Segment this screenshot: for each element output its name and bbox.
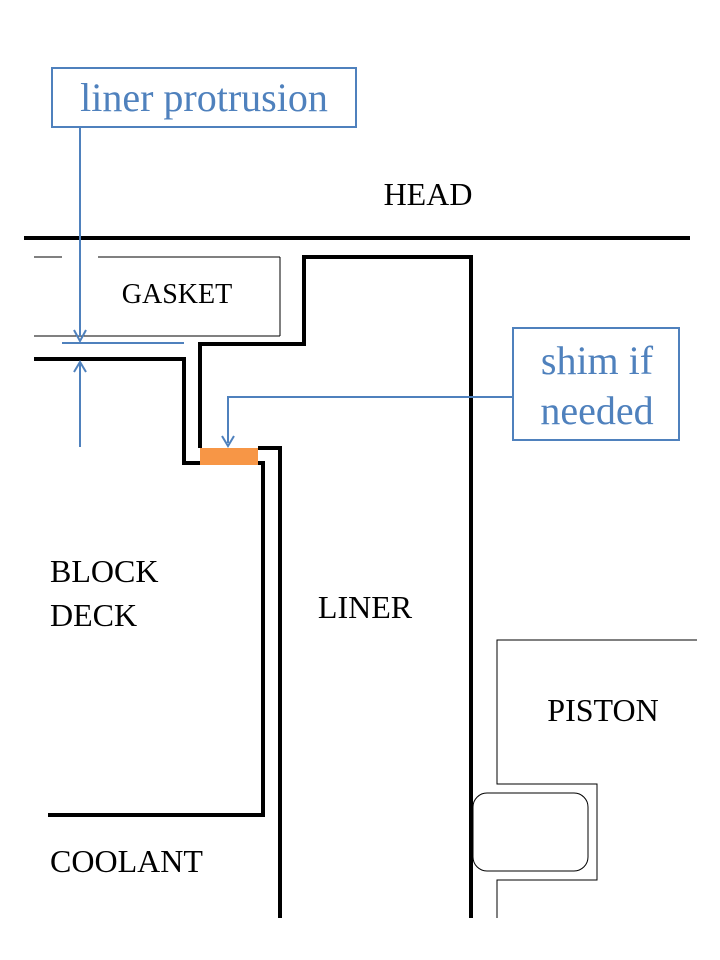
gasket-label: GASKET [122, 279, 232, 310]
liner-outer-wall [258, 446, 282, 918]
block-deck-label-line2: DECK [50, 597, 137, 633]
shim-arrowhead [221, 435, 235, 448]
liner-protrusion-arrowhead-up [73, 360, 87, 373]
shim-leader [227, 396, 513, 443]
shim-callout: shim if needed [221, 327, 680, 448]
liner-protrusion-callout: liner protrusion [51, 67, 357, 447]
liner-label: LINER [318, 589, 413, 625]
head-label: HEAD [384, 176, 473, 212]
piston-outline [472, 639, 697, 918]
coolant-label: COOLANT [50, 843, 203, 879]
shim [200, 448, 258, 465]
liner-protrusion-arrowhead-down [73, 329, 87, 344]
block-deck-label-line1: BLOCK [50, 553, 158, 589]
shim-callout-text-line2: needed [540, 388, 653, 433]
piston-ring [472, 792, 589, 872]
block-deck-lower-outline [48, 461, 265, 817]
liner-protrusion-callout-text: liner protrusion [80, 75, 328, 120]
piston-label: PISTON [547, 692, 658, 728]
shim-callout-box [512, 327, 680, 441]
liner-flange-outline [198, 255, 473, 918]
gasket-outline [34, 256, 281, 337]
shim-callout-text-line1: shim if [541, 338, 654, 383]
liner-protrusion-callout-box [51, 67, 357, 128]
block-deck-outline [34, 357, 200, 465]
